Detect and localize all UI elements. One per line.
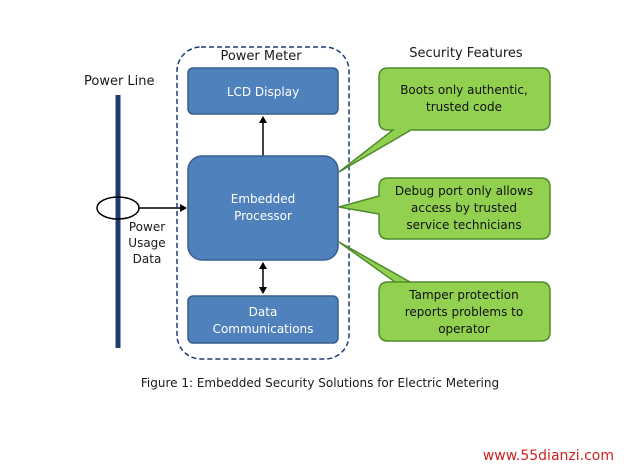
lcd-display-box: LCD Display xyxy=(187,67,339,115)
lcd-display-label: LCD Display xyxy=(227,85,299,99)
callout-debug-line: Debug port only allows xyxy=(395,184,533,198)
data-communications-box: Data Communications xyxy=(187,295,339,344)
callout-tamper-line: operator xyxy=(438,322,490,336)
power-usage-label-line: Power xyxy=(129,220,165,234)
figure-caption: Figure 1: Embedded Security Solutions fo… xyxy=(141,376,499,390)
callout-tamper-line: reports problems to xyxy=(405,305,523,319)
power-meter-label: Power Meter xyxy=(220,49,302,64)
power-usage-label-line: Data xyxy=(133,252,162,266)
security-callout-debug: Debug port only allows access by trusted… xyxy=(338,177,551,240)
callout-boot-line: Boots only authentic, xyxy=(400,83,528,97)
callout-tamper-line: Tamper protection xyxy=(408,288,518,302)
callout-debug-line: service technicians xyxy=(406,218,521,232)
security-callout-tamper: Tamper protection reports problems to op… xyxy=(338,241,551,342)
callout-debug-line: access by trusted xyxy=(411,201,517,215)
watermark-text: www.55dianzi.com xyxy=(482,448,614,464)
power-line-label: Power Line xyxy=(84,74,155,89)
embedded-processor-box: Embedded Processor xyxy=(187,155,339,261)
comm-label-line: Data xyxy=(249,305,278,319)
power-meter-boundary xyxy=(176,46,350,360)
processor-label-line: Embedded xyxy=(231,192,296,206)
security-features-label: Security Features xyxy=(409,46,523,61)
callout-boot-line: trusted code xyxy=(426,100,502,114)
power-usage-label: Power Usage Data xyxy=(128,220,165,266)
processor-label-line: Processor xyxy=(234,209,292,223)
security-callout-boot: Boots only authentic, trusted code xyxy=(338,67,551,173)
power-usage-label-line: Usage xyxy=(128,236,165,250)
comm-label-line: Communications xyxy=(213,322,314,336)
